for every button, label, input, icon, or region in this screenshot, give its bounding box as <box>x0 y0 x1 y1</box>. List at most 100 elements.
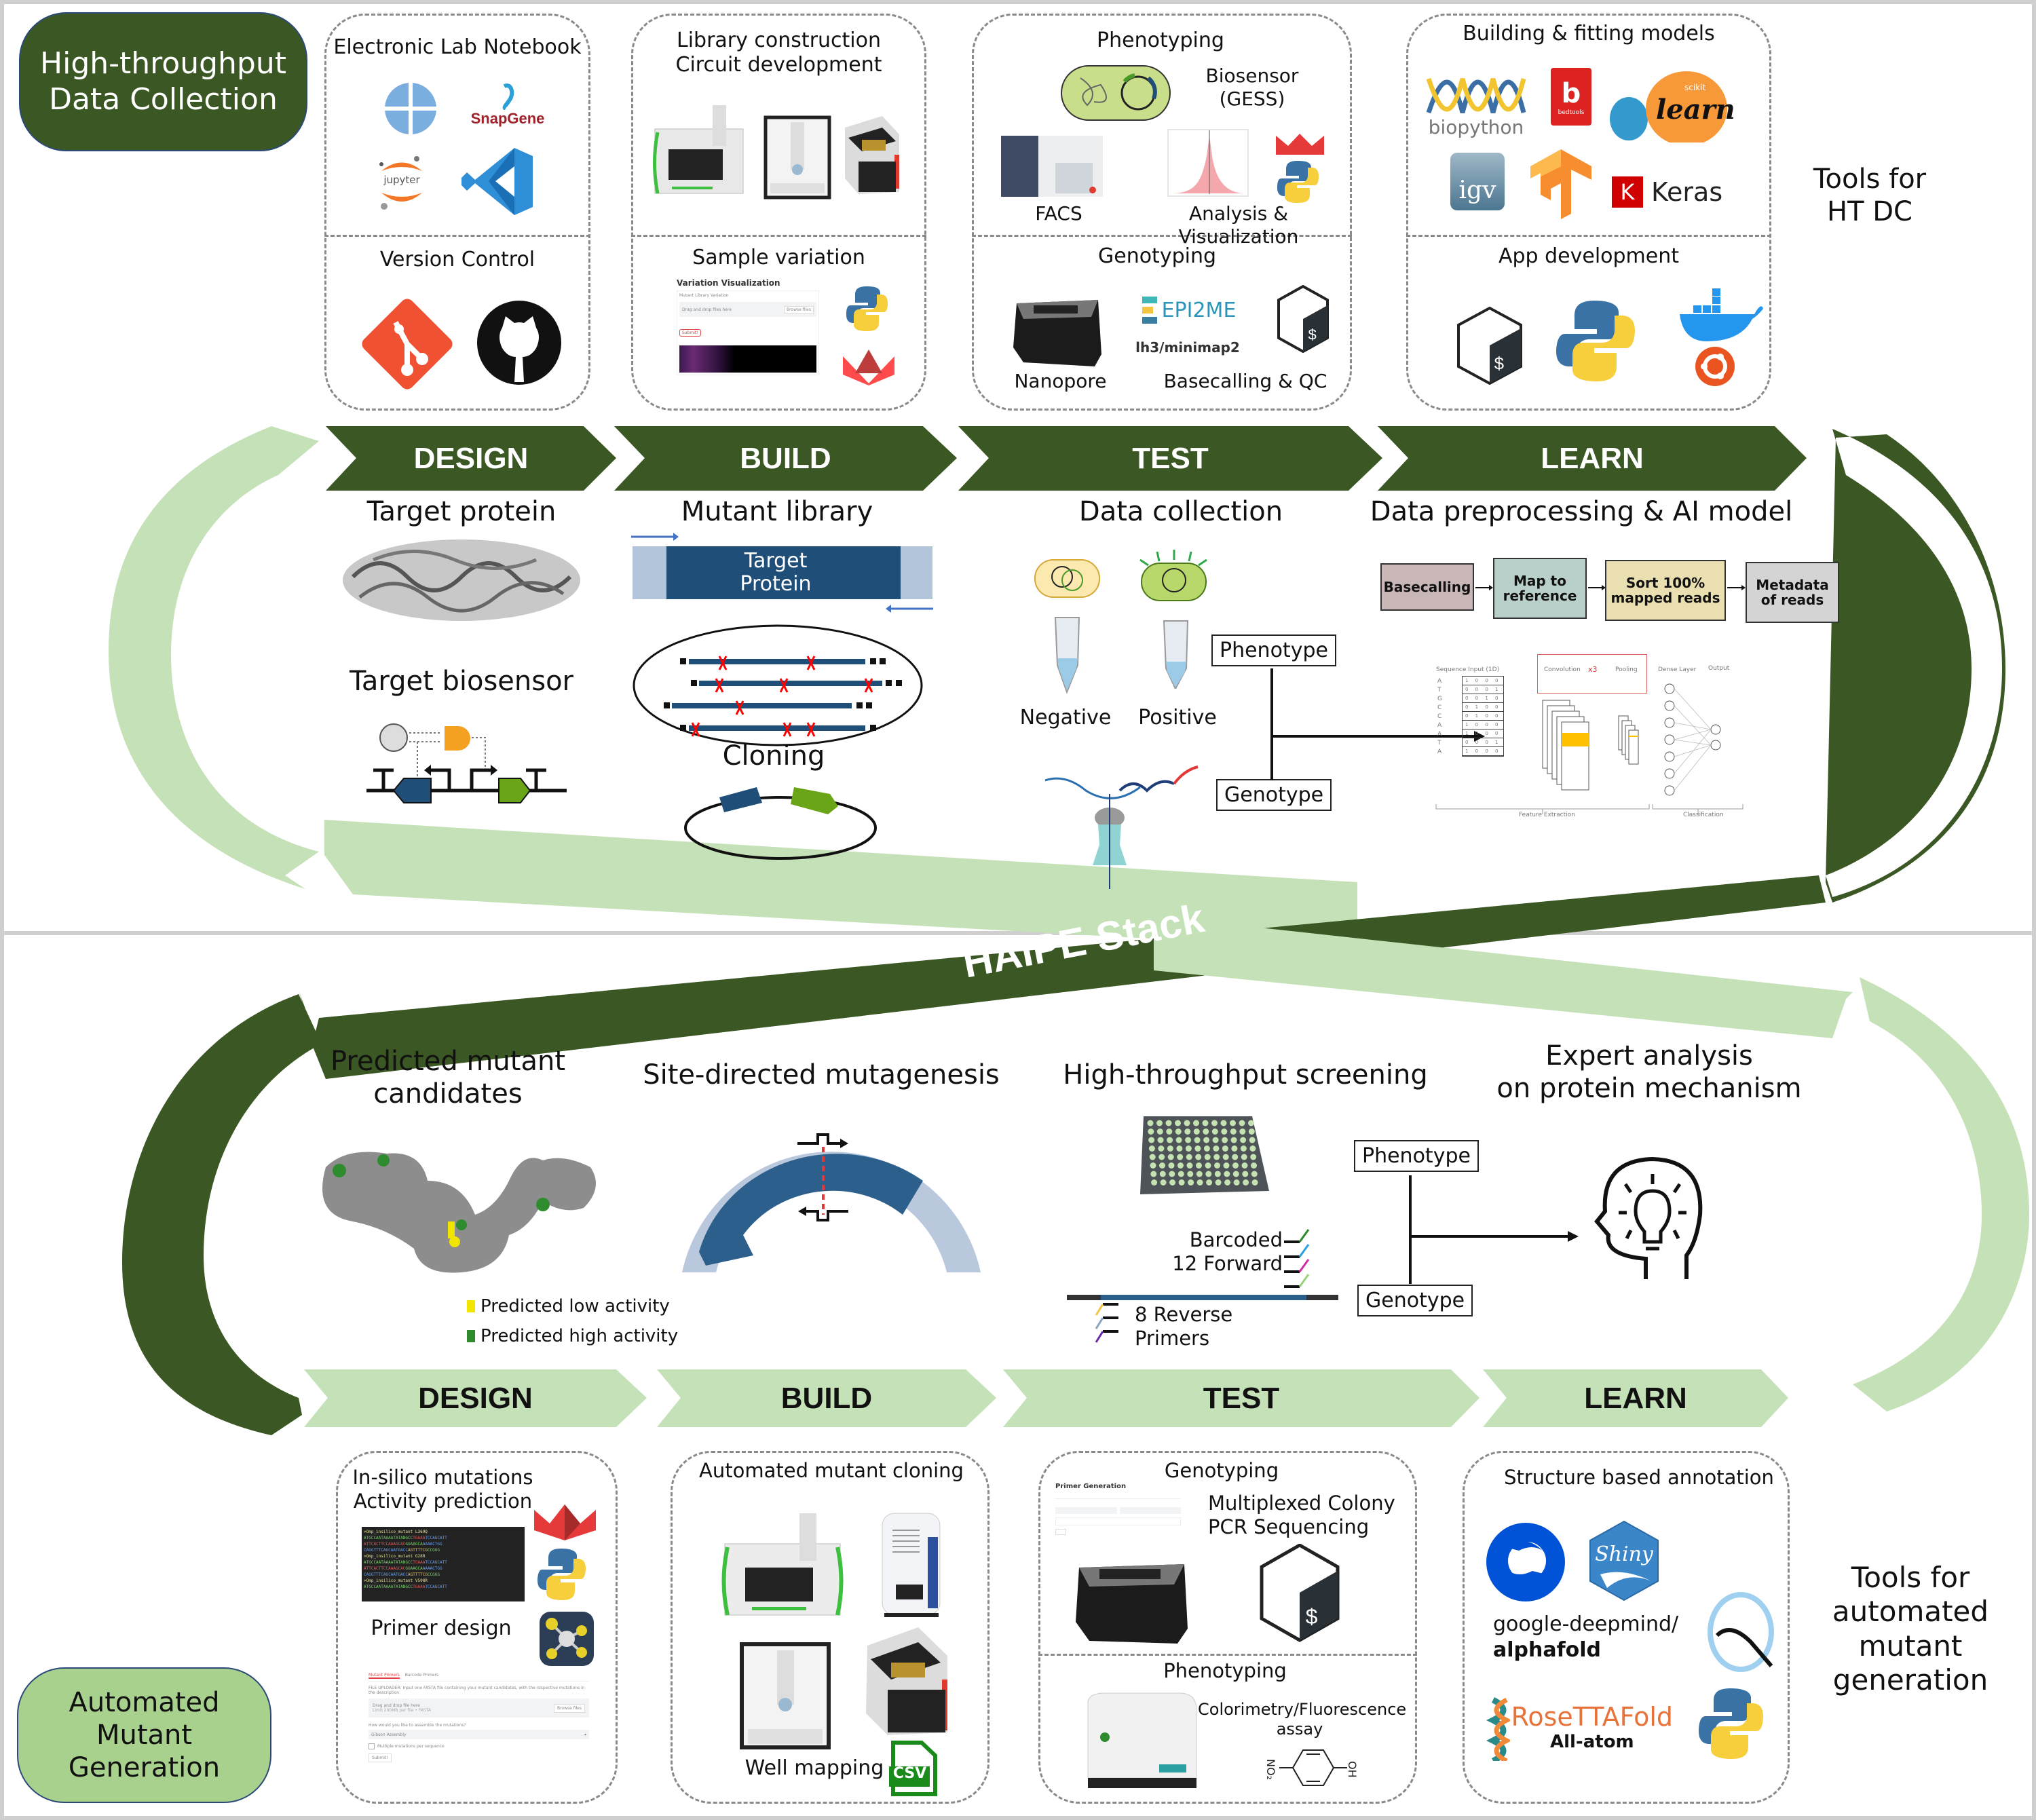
bottom-panel-build <box>671 1451 989 1804</box>
plate-well <box>1148 1137 1155 1143</box>
multiple-mutations-checkbox[interactable] <box>369 1743 375 1749</box>
plate-well <box>1239 1120 1245 1126</box>
primer-input-1[interactable] <box>1055 1507 1117 1514</box>
top-section-badge: High-throughput Data Collection <box>19 12 307 151</box>
chevron-down-icon: ▾ <box>584 1732 586 1737</box>
bottom-panel-learn <box>1463 1451 1790 1804</box>
primer-gen-submit[interactable] <box>1055 1529 1066 1535</box>
plate-well <box>1231 1145 1238 1152</box>
plate-well <box>1148 1145 1155 1152</box>
plate-well <box>1196 1162 1202 1169</box>
plate-well <box>1203 1129 1209 1135</box>
variation-visualization-app: Variation Visualization Mutant Library V… <box>677 278 819 400</box>
variation-dropzone[interactable]: Drag and drop files here <box>682 307 732 312</box>
python-icon <box>1554 299 1636 383</box>
fasta-header-2: >Omp_insilico_mutant G28R <box>364 1554 426 1559</box>
plate-well <box>1214 1162 1220 1169</box>
panel2-divider <box>631 235 926 237</box>
cnn-conv-box <box>1537 654 1647 694</box>
plate-well <box>1233 1179 1240 1186</box>
cloning-title: Cloning <box>722 740 825 772</box>
plate-well <box>1157 1137 1164 1143</box>
histogram-plot-image <box>1167 129 1249 197</box>
variation-submit-button[interactable]: Submit! <box>679 329 701 337</box>
top-stage-build-label: BUILD <box>740 441 831 475</box>
variation-heatmap <box>679 345 816 373</box>
automated-cloning-title: Automated mutant cloning <box>699 1459 964 1482</box>
cnn-onehot-row: 0 1 0 0 <box>1463 712 1503 721</box>
plate-well <box>1177 1162 1184 1169</box>
assembly-select-value: Gibson Assembly <box>371 1732 407 1737</box>
fasta-dropzone[interactable]: Drag and drop file here Limit 200MB per … <box>373 1703 431 1713</box>
streamlit-icon <box>1275 132 1325 156</box>
bottom-stage-test-label: TEST <box>1203 1381 1280 1415</box>
well-plate-image <box>1140 1116 1269 1194</box>
bash-icon: $ <box>1456 307 1524 385</box>
variation-browse-button[interactable]: Browse files <box>783 305 814 314</box>
cnn-onehot-row: 1 0 0 0 <box>1463 747 1503 756</box>
activity-legend: Predicted low activity Predicted high ac… <box>467 1296 678 1346</box>
liquid-handler-image <box>648 102 750 200</box>
biopython-logo: biopython <box>1422 68 1530 143</box>
predicted-mutant-structure <box>322 1152 596 1273</box>
cnn-base: C <box>1437 713 1442 720</box>
bottom-section-badge-text: Automated Mutant Generation <box>68 1687 221 1783</box>
top-stage-learn-label: LEARN <box>1541 441 1644 475</box>
top-stage-design-label: DESIGN <box>413 441 529 475</box>
primer-select[interactable] <box>1055 1517 1181 1525</box>
assembly-select[interactable]: Gibson Assembly ▾ <box>369 1730 589 1739</box>
cnn-feature-label: Feature Extraction <box>1519 812 1575 818</box>
nanopore-device-image <box>1010 286 1105 368</box>
primer-submit-button[interactable]: Submit! <box>369 1753 392 1762</box>
plate-well <box>1176 1145 1183 1152</box>
plate-well <box>1185 1137 1192 1143</box>
plate-well <box>1222 1137 1228 1143</box>
bottom-stage-build-label: BUILD <box>780 1381 873 1415</box>
browse-files-button[interactable]: Browse files <box>553 1703 585 1713</box>
dropzone-limit: Limit 200MB per file • FASTA <box>373 1708 431 1713</box>
cnn-base: T <box>1437 687 1441 694</box>
cnn-base: A <box>1437 731 1442 738</box>
bottom-connector <box>1409 1175 1579 1284</box>
variation-title: Variation Visualization <box>677 278 780 288</box>
bottom-section-frame <box>0 931 2036 1820</box>
fasta-code-block: >Omp_insilico_mutant L369Q ATGCCAATAAAAT… <box>362 1527 525 1601</box>
tab-mutant-primers[interactable]: Mutant Primers <box>369 1673 400 1679</box>
legend-label-low: Predicted low activity <box>480 1296 670 1316</box>
plate-well <box>1178 1179 1185 1186</box>
plate-well <box>1159 1171 1166 1177</box>
fasta-header-3: >Omp_insilico_mutant V508R <box>364 1578 428 1583</box>
plate-well <box>1184 1129 1191 1135</box>
panel-models-app-dev <box>1406 14 1771 411</box>
plate-well <box>1196 1179 1203 1186</box>
plate-well <box>1205 1171 1212 1177</box>
plate-well <box>1175 1120 1181 1126</box>
plate-well <box>1177 1154 1184 1160</box>
plate-well <box>1249 1137 1256 1143</box>
cnn-onehot-row: 1 0 0 0 <box>1463 729 1503 738</box>
plate-well <box>1193 1129 1200 1135</box>
panel3-divider <box>972 235 1352 237</box>
jupyter-text: jupyter <box>383 174 420 186</box>
tensorflow-icon <box>1524 146 1598 221</box>
insilico-title: In-silico mutations Activity prediction <box>352 1466 533 1513</box>
primer-input-2[interactable] <box>1119 1507 1181 1514</box>
plate-reader-image <box>1078 1690 1200 1791</box>
plate-well <box>1221 1129 1228 1135</box>
cnn-layers <box>1435 683 1743 814</box>
hts-title: High-throughput screening <box>1063 1059 1428 1091</box>
multiplexed-pcr-label: Multiplexed Colony PCR Sequencing <box>1208 1492 1395 1538</box>
variation-expander[interactable]: Mutant Library Variation <box>679 293 729 298</box>
pipeline-step-sort: Sort 100% mapped reads <box>1605 560 1726 621</box>
keras-k-badge: K <box>1612 176 1643 208</box>
facs-instrument-image <box>998 132 1106 200</box>
bedtools-b: b <box>1561 77 1581 109</box>
site-directed-mutagenesis-diagram <box>682 1133 981 1272</box>
pipeline-step-basecalling: Basecalling <box>1380 563 1474 611</box>
negative-label: Negative <box>1019 706 1112 729</box>
cnn-times-label: x3 <box>1588 665 1598 674</box>
tab-barcode-primers[interactable]: Barcode Primers <box>404 1673 439 1677</box>
predicted-mutant-title: Predicted mutant candidates <box>330 1046 566 1110</box>
svg-text:$: $ <box>1308 327 1317 344</box>
